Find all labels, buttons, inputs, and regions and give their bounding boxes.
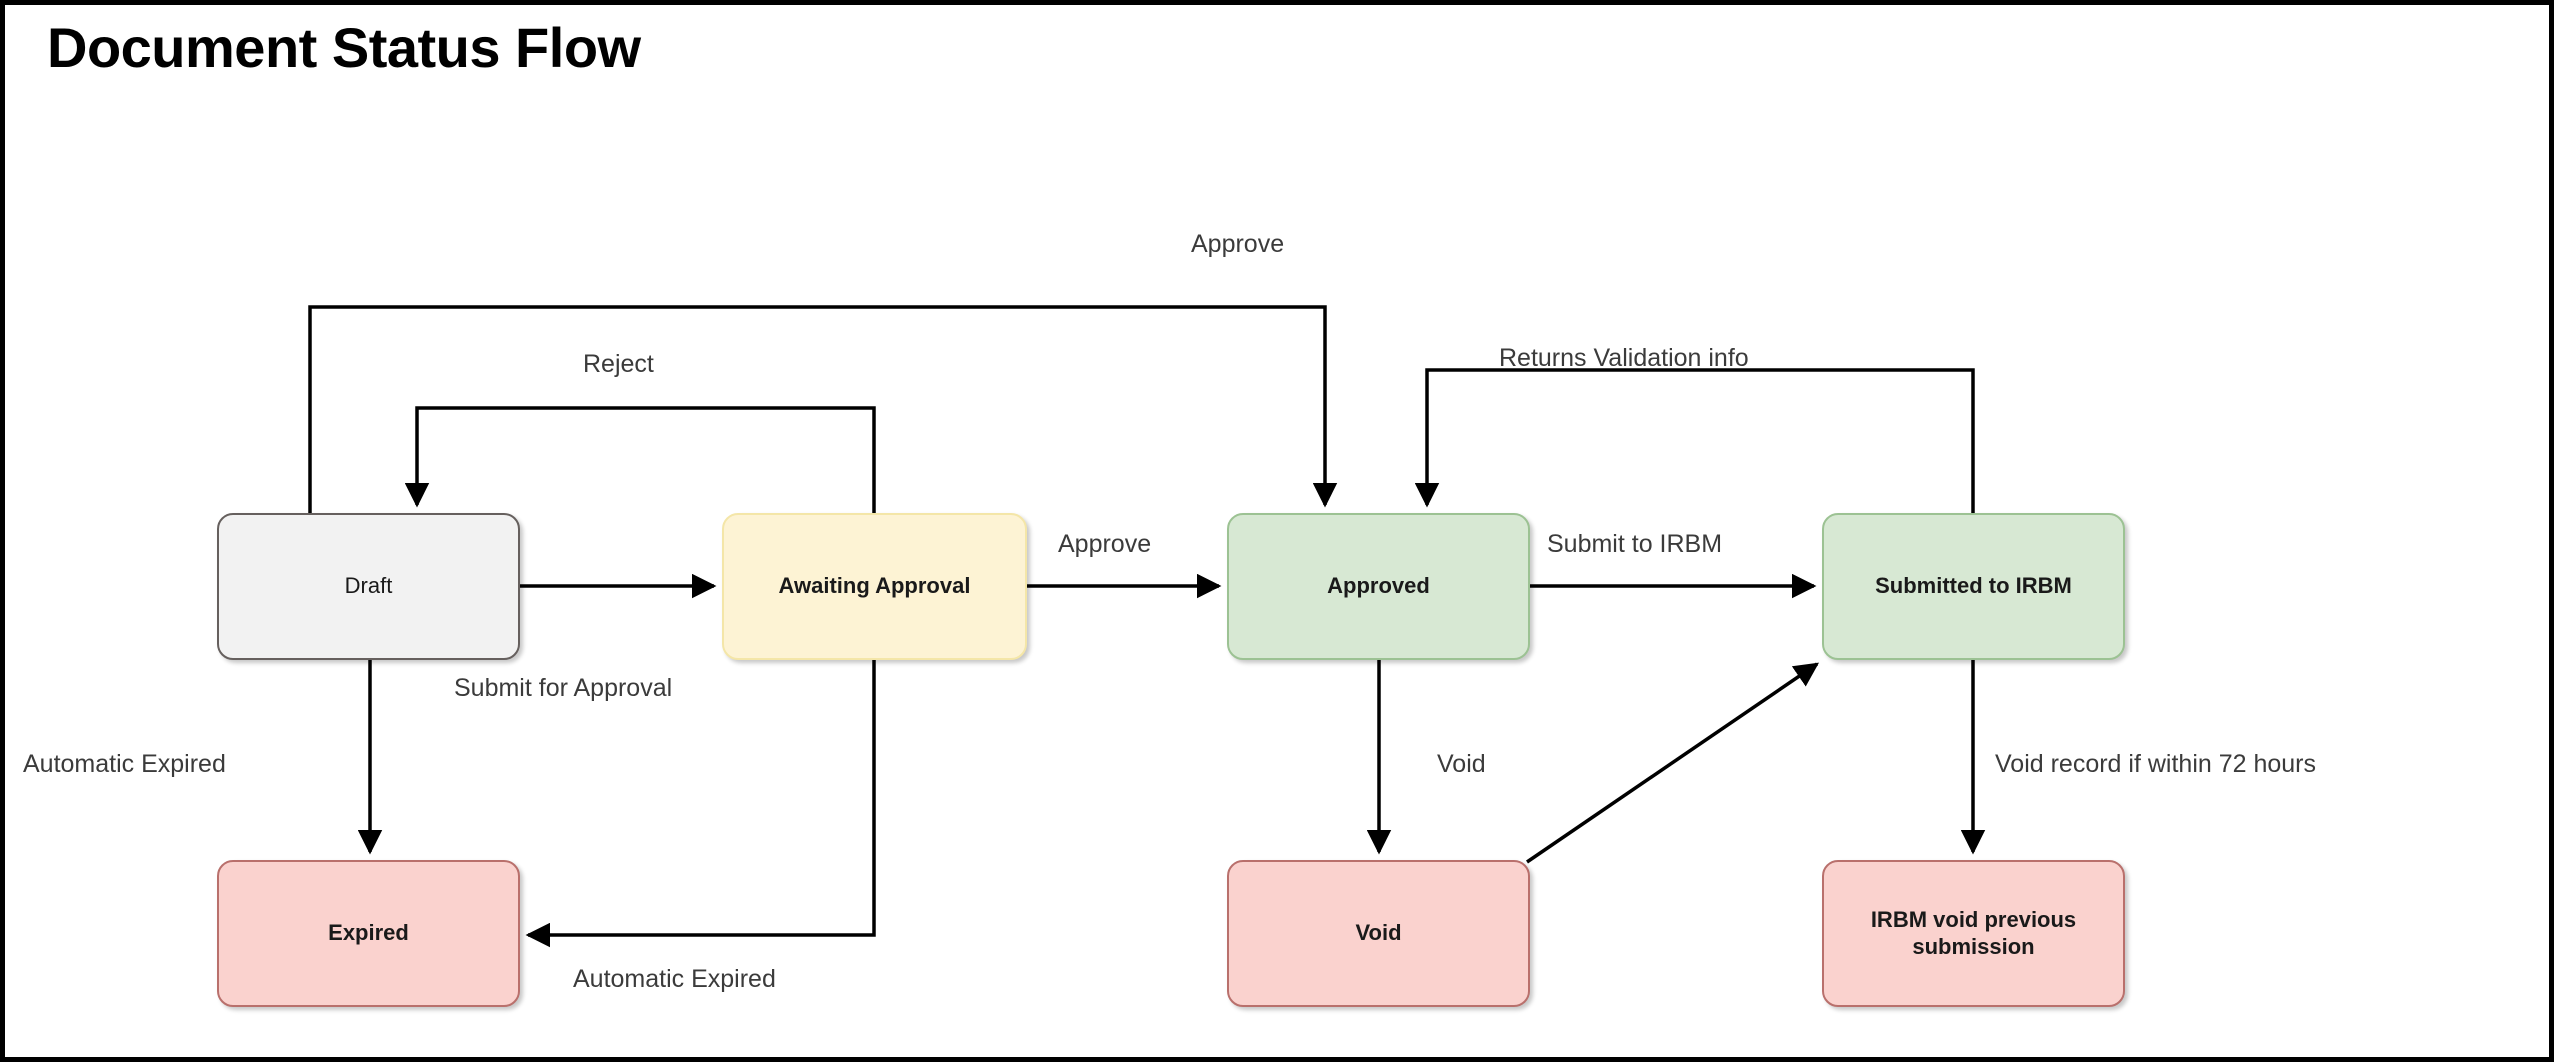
- node-irbm-void-previous-submission-label: IRBM void previous submission: [1870, 906, 2077, 959]
- edge-label-submit-to-irbm: Submit to IRBM: [1547, 530, 1723, 558]
- node-awaiting-approval[interactable]: Awaiting Approval: [722, 513, 1027, 660]
- edge-label-automatic-expired-left: Automatic Expired: [23, 750, 226, 778]
- node-submitted-to-irbm[interactable]: Submitted to IRBM: [1822, 513, 2125, 660]
- edge-label-returns-validation: Returns Validation info: [1499, 344, 1749, 372]
- edge-reject: [404, 406, 876, 513]
- node-submitted-to-irbm-label: Submitted to IRBM: [1875, 573, 2072, 599]
- node-awaiting-approval-label: Awaiting Approval: [778, 573, 971, 599]
- page-title: Document Status Flow: [47, 16, 641, 79]
- edge-label-reject: Reject: [583, 350, 654, 378]
- node-expired[interactable]: Expired: [217, 860, 520, 1007]
- edge-approve-top: [308, 305, 1338, 513]
- edge-label-approve-mid: Approve: [1058, 530, 1152, 558]
- edge-returns-validation: [1414, 368, 1975, 513]
- node-irbm-void-previous-submission[interactable]: IRBM void previous submission: [1822, 860, 2125, 1007]
- node-approved[interactable]: Approved: [1227, 513, 1530, 660]
- edge-void-to-submitted: [1526, 662, 1820, 864]
- node-expired-label: Expired: [328, 920, 409, 946]
- node-void-label: Void: [1355, 920, 1402, 946]
- edge-label-approve-top: Approve: [1191, 230, 1285, 258]
- edge-label-submit-for-approval: Submit for Approval: [454, 674, 673, 702]
- edge-label-automatic-expired-bottom: Automatic Expired: [573, 965, 776, 993]
- node-void[interactable]: Void: [1227, 860, 1530, 1007]
- edge-label-void: Void: [1437, 750, 1486, 778]
- node-draft[interactable]: Draft: [217, 513, 520, 660]
- edge-label-void-record-72h: Void record if within 72 hours: [1995, 750, 2317, 778]
- node-approved-label: Approved: [1327, 573, 1430, 599]
- node-draft-label: Draft: [344, 573, 393, 599]
